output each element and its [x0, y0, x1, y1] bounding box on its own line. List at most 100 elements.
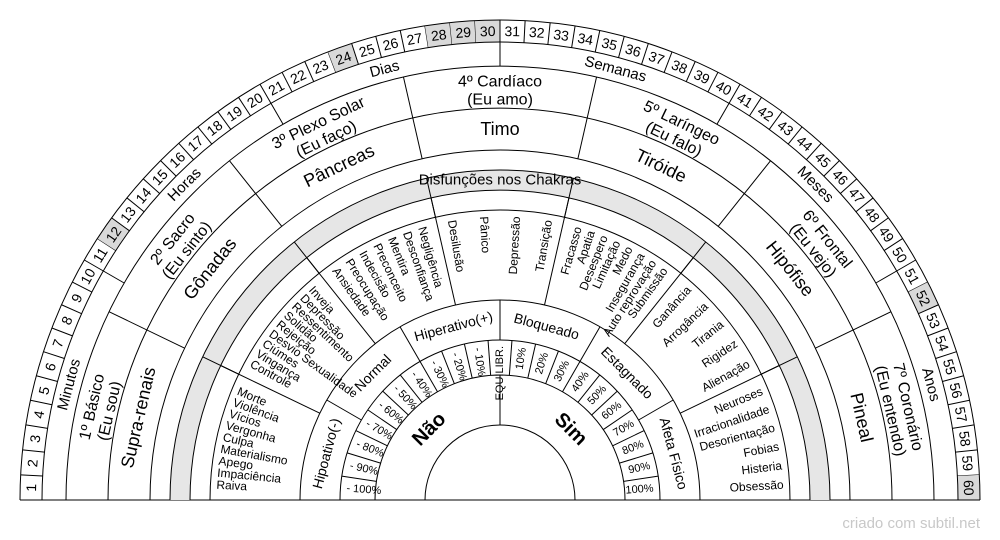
number-label: 52 [913, 288, 934, 309]
number-divider [641, 43, 649, 65]
dysfunction-word: Fobias [742, 439, 780, 460]
chakra-divider [577, 76, 598, 159]
number-label: 32 [528, 24, 545, 41]
chakra-divider [717, 160, 771, 227]
number-divider [72, 281, 93, 293]
number-label: 24 [333, 48, 353, 68]
dysfunction-word: Raiva [216, 478, 248, 494]
number-label: 23 [310, 56, 331, 77]
percent-divider [623, 475, 659, 482]
ring-c3 [149, 149, 851, 501]
percent-divider [545, 350, 559, 384]
number-label: 34 [576, 30, 594, 49]
number-divider [768, 111, 783, 130]
number-label: 57 [952, 405, 971, 423]
dysfunction-divider [430, 197, 456, 306]
number-label: 6 [42, 361, 60, 373]
chakra-name: 4º Cardíaco [458, 74, 542, 91]
number-label: 1 [23, 483, 39, 491]
number-divider [22, 449, 45, 453]
time-divider [875, 270, 897, 284]
number-label: 54 [932, 333, 952, 353]
chakra-divider [108, 311, 185, 349]
number-divider [787, 126, 803, 145]
dysfunction-word: Apego [218, 454, 255, 473]
number-divider [955, 449, 978, 453]
number-divider [351, 43, 359, 65]
number-divider [918, 304, 939, 315]
percent-label: EQUILIBR. [494, 346, 506, 400]
number-divider [25, 424, 48, 429]
number-divider [30, 399, 53, 406]
number-divider [474, 20, 477, 43]
number-cell-highlight [424, 22, 453, 48]
ring-c5 [189, 189, 811, 501]
chakra-divider [815, 311, 892, 349]
number-divider [870, 217, 889, 232]
number-divider [840, 178, 858, 194]
percent-divider [619, 452, 654, 464]
dysfunction-divider [306, 257, 376, 344]
band-title: Disfunções nos Chakras [419, 172, 582, 189]
number-label: 10 [77, 265, 99, 287]
state-label: Hiperativo(+) [412, 308, 494, 344]
number-divider [935, 351, 957, 359]
number-divider [160, 160, 177, 177]
percent-divider [591, 390, 618, 416]
percent-divider [346, 452, 381, 464]
number-label: 30 [480, 23, 496, 39]
number-label: 35 [600, 34, 619, 53]
chakra-gland: Timo [480, 119, 519, 139]
number-label: 58 [956, 430, 974, 448]
percent-label: - 90% [349, 460, 380, 478]
dysfunction-divider [679, 365, 780, 414]
number-divider [855, 197, 874, 213]
percent-divider [367, 409, 398, 430]
number-divider [217, 111, 232, 130]
chakra-gland: Pineal [846, 391, 877, 444]
number-divider [375, 36, 382, 58]
number-divider [523, 20, 526, 43]
state-label: Hipoativo(-) [309, 416, 343, 490]
percent-divider [577, 374, 601, 403]
number-label: 49 [876, 223, 898, 245]
percent-divider [508, 340, 513, 376]
number-divider [806, 142, 822, 160]
chakra-verb: (Eu amo) [467, 92, 533, 109]
percent-divider [419, 361, 438, 392]
ring-c10 [424, 424, 576, 501]
number-label: 26 [381, 34, 400, 53]
percent-divider [602, 409, 633, 430]
percent-label: - 60% [376, 399, 406, 426]
number-divider [571, 25, 576, 48]
number-label: 9 [68, 291, 86, 305]
number-label: 22 [288, 66, 309, 87]
percent-label: 10% [514, 347, 529, 371]
number-divider [238, 97, 251, 117]
ring-c1 [65, 65, 935, 501]
dysfunction-word: Histeria [741, 458, 783, 477]
number-cell-highlight [957, 474, 980, 500]
number-divider [36, 375, 58, 382]
number-divider [197, 126, 213, 145]
number-cell-highlight [97, 217, 130, 251]
time-divider [103, 270, 125, 284]
dysfunction-divider [220, 365, 321, 414]
percent-divider [441, 350, 455, 384]
state-divider [579, 326, 601, 362]
time-divider [716, 103, 730, 125]
number-label: 8 [58, 314, 76, 328]
number-label: 50 [889, 244, 911, 266]
number-cell-highlight [449, 20, 477, 45]
percent-label: - 30% [428, 359, 451, 390]
state-divider [638, 399, 674, 421]
number-divider [749, 97, 762, 117]
percent-label: 20% [533, 351, 551, 376]
number-divider [111, 217, 130, 232]
number-divider [61, 304, 82, 315]
number-divider [942, 375, 964, 382]
dysfunction-word: Desilusão [445, 219, 468, 274]
number-label: 2 [24, 458, 41, 467]
percent-divider [487, 340, 492, 376]
number-divider [728, 84, 741, 104]
